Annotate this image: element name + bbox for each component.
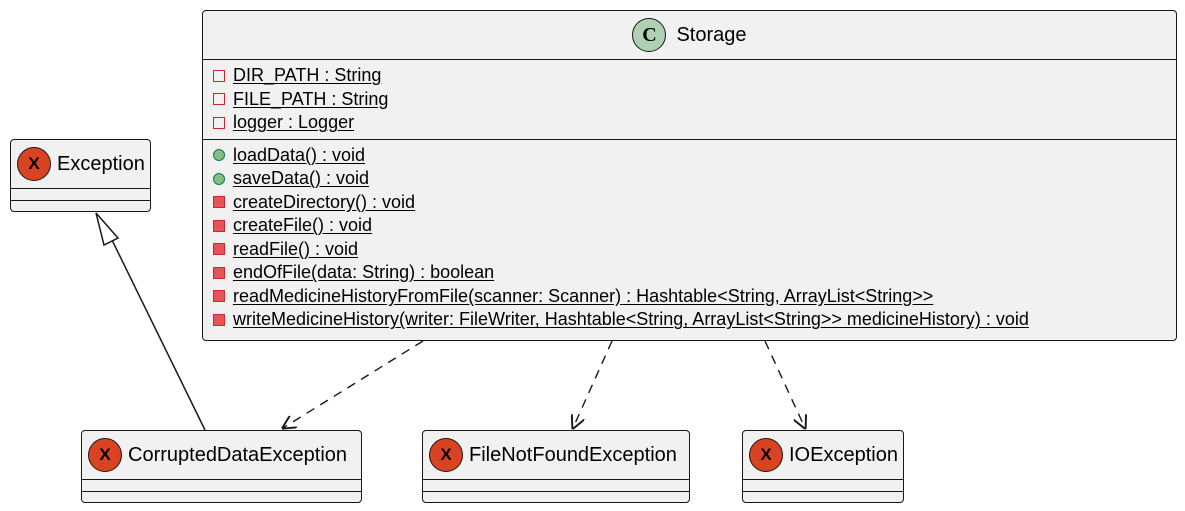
empty-fields-section — [11, 188, 150, 200]
empty-methods-section — [423, 491, 689, 503]
empty-methods-section — [11, 200, 150, 212]
private-field-icon — [213, 69, 225, 82]
ioexception-class-name: IOException — [789, 443, 898, 466]
storage-class[interactable]: C Storage DIR_PATH : String FILE_PATH : … — [202, 10, 1177, 341]
corrupted-data-exception-class[interactable]: X CorruptedDataException — [81, 430, 362, 503]
method-text: saveData() : void — [233, 168, 370, 189]
private-method-icon — [213, 243, 225, 256]
empty-fields-section — [82, 479, 361, 491]
field-text: DIR_PATH : String — [233, 65, 382, 86]
field-row: FILE_PATH : String — [213, 88, 1168, 112]
private-field-icon — [213, 93, 225, 106]
file-not-found-exception-class[interactable]: X FileNotFoundException — [422, 430, 690, 503]
empty-methods-section — [743, 491, 903, 503]
private-field-icon — [213, 116, 225, 129]
exception-class[interactable]: X Exception — [10, 139, 151, 212]
private-method-icon — [213, 219, 225, 232]
ioexception-class-header: X IOException — [743, 431, 903, 479]
exception-class-name: Exception — [57, 152, 145, 175]
class-stereotype-icon: C — [632, 18, 667, 52]
method-row: saveData() : void — [213, 167, 1168, 191]
method-row: loadData() : void — [213, 144, 1168, 168]
method-row: readFile() : void — [213, 238, 1168, 262]
filenotfound-class-name: FileNotFoundException — [469, 443, 677, 466]
method-text: endOfFile(data: String) : boolean — [233, 262, 495, 283]
dependency-corrupted — [283, 340, 424, 428]
method-row: endOfFile(data: String) : boolean — [213, 261, 1168, 285]
public-method-icon — [213, 172, 225, 185]
method-row: readMedicineHistoryFromFile(scanner: Sca… — [213, 285, 1168, 309]
exception-class-header: X Exception — [11, 140, 150, 188]
dependency-filenotfound — [573, 340, 613, 428]
storage-fields: DIR_PATH : String FILE_PATH : String log… — [203, 59, 1176, 139]
field-text: logger : Logger — [233, 112, 355, 133]
exception-stereotype-icon: X — [88, 438, 122, 472]
method-text: writeMedicineHistory(writer: FileWriter,… — [233, 309, 1029, 330]
method-row: createFile() : void — [213, 214, 1168, 238]
public-method-icon — [213, 149, 225, 162]
filenotfound-class-header: X FileNotFoundException — [423, 431, 689, 479]
method-text: createFile() : void — [233, 215, 373, 236]
empty-methods-section — [82, 491, 361, 503]
empty-fields-section — [423, 479, 689, 491]
field-text: FILE_PATH : String — [233, 88, 389, 109]
storage-class-name: Storage — [676, 23, 747, 46]
field-row: logger : Logger — [213, 111, 1168, 135]
method-row: createDirectory() : void — [213, 191, 1168, 215]
exception-stereotype-icon: X — [749, 438, 783, 472]
empty-fields-section — [743, 479, 903, 491]
io-exception-class[interactable]: X IOException — [742, 430, 904, 503]
corrupted-class-header: X CorruptedDataException — [82, 431, 361, 479]
inheritance-line — [111, 239, 206, 431]
private-method-icon — [213, 266, 225, 279]
storage-methods: loadData() : void saveData() : void crea… — [203, 138, 1176, 336]
method-text: readFile() : void — [233, 238, 359, 259]
exception-stereotype-icon: X — [429, 438, 463, 472]
storage-class-header: C Storage — [203, 11, 1176, 59]
private-method-icon — [213, 196, 225, 209]
method-text: loadData() : void — [233, 144, 366, 165]
field-row: DIR_PATH : String — [213, 64, 1168, 88]
private-method-icon — [213, 290, 225, 303]
inheritance-arrowhead — [95, 212, 120, 247]
method-text: readMedicineHistoryFromFile(scanner: Sca… — [233, 285, 934, 306]
private-method-icon — [213, 313, 225, 326]
method-row: writeMedicineHistory(writer: FileWriter,… — [213, 308, 1168, 332]
method-text: createDirectory() : void — [233, 191, 416, 212]
dependency-ioexception — [764, 340, 805, 428]
corrupted-class-name: CorruptedDataException — [128, 443, 348, 466]
exception-stereotype-icon: X — [17, 147, 51, 181]
